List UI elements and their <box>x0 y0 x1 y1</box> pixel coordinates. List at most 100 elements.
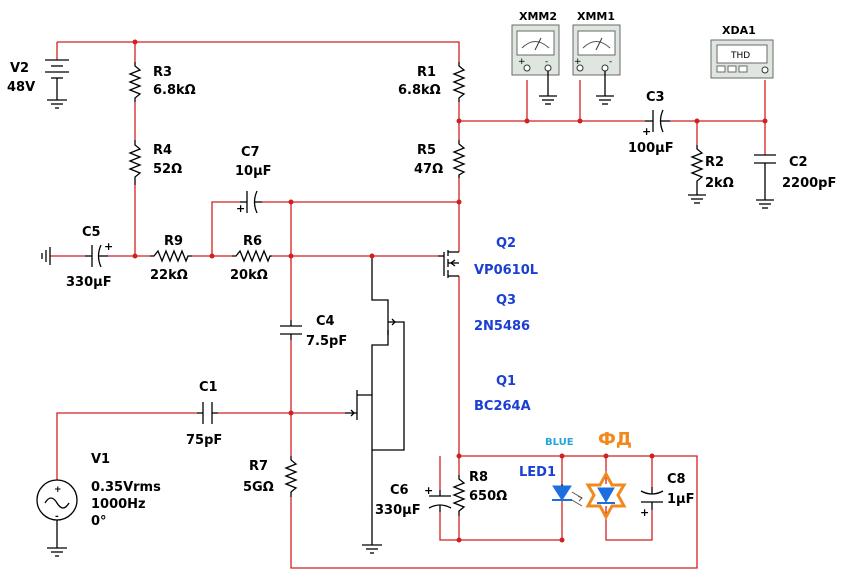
junction <box>524 118 530 124</box>
label-c5-value: 330µF <box>66 275 112 290</box>
svg-text:+: + <box>424 484 433 497</box>
label-v2-ref: V2 <box>10 61 29 76</box>
label-v1-line2: 1000Hz <box>91 497 146 512</box>
resistor-r6[interactable] <box>232 249 272 263</box>
capacitor-c8[interactable]: + <box>640 487 664 519</box>
label-led-color: BLUE <box>545 437 574 448</box>
resistor-r8[interactable] <box>452 475 466 516</box>
label-c4-value: 7.5pF <box>306 334 347 349</box>
label-r4-ref: R4 <box>153 143 172 158</box>
label-r3-value: 6.8kΩ <box>153 83 196 98</box>
label-c6-ref: C6 <box>390 483 409 498</box>
label-r1-ref: R1 <box>417 65 436 80</box>
svg-text:+: + <box>518 57 526 67</box>
wire-v1-c1 <box>56 412 197 480</box>
resistor-r2[interactable] <box>688 145 706 204</box>
mosfet-q2[interactable] <box>438 250 459 278</box>
wire-c6-bottom <box>439 512 459 541</box>
junction <box>288 253 294 259</box>
label-r3-ref: R3 <box>153 65 172 80</box>
distortion-analyzer-xda1[interactable] <box>710 39 774 79</box>
label-q3-ref: Q3 <box>496 293 516 308</box>
label-r6-ref: R6 <box>243 234 262 249</box>
junction <box>577 118 583 124</box>
label-c6-value: 330µF <box>375 503 421 518</box>
battery-v2[interactable] <box>45 59 69 109</box>
ground-symbol <box>362 540 382 554</box>
wire-top-rail <box>57 41 460 62</box>
junction <box>762 118 768 124</box>
label-q1-value: BC264A <box>474 399 531 414</box>
junction <box>288 410 294 416</box>
wire-q3-source <box>371 330 389 395</box>
svg-text:-: - <box>545 57 548 67</box>
label-c8-value: 1µF <box>667 492 695 507</box>
jfet-q3[interactable] <box>387 310 396 335</box>
resistor-r1[interactable] <box>452 62 466 102</box>
label-c2-ref: C2 <box>789 155 808 170</box>
ac-source-v1[interactable]: + - <box>36 479 78 557</box>
wire-bottom-loop <box>290 455 698 569</box>
label-v1-ref: V1 <box>91 452 110 467</box>
label-c8-ref: C8 <box>667 472 686 487</box>
resistor-r5[interactable] <box>452 140 466 178</box>
svg-text:+: + <box>104 240 113 253</box>
label-c3-value: 100µF <box>628 141 674 156</box>
photodiode-pd[interactable] <box>585 470 627 521</box>
svg-text:+: + <box>640 506 649 519</box>
junction <box>603 453 609 459</box>
label-q2-ref: Q2 <box>496 236 516 251</box>
junction <box>288 199 294 205</box>
multimeter-xmm1[interactable]: + - <box>572 24 621 105</box>
capacitor-c5[interactable]: + <box>41 240 113 268</box>
junction <box>132 39 138 45</box>
wire-q3-gate <box>371 321 405 540</box>
labels: V2 48V R3 6.8kΩ R4 52Ω R1 6.8kΩ R5 47Ω C… <box>7 10 836 529</box>
label-v1-line3: 0° <box>91 514 107 529</box>
label-c2-value: 2200pF <box>782 176 836 191</box>
svg-text:+: + <box>574 57 582 67</box>
junction <box>559 453 565 459</box>
label-q2-value: VP0610L <box>474 263 538 278</box>
label-c3-ref: C3 <box>646 90 665 105</box>
junction <box>559 537 565 543</box>
label-r7-ref: R7 <box>249 459 268 474</box>
label-r5-ref: R5 <box>417 143 436 158</box>
label-c5-ref: C5 <box>82 225 101 240</box>
capacitor-c1[interactable] <box>197 402 218 424</box>
capacitor-c7[interactable]: + <box>236 190 262 215</box>
svg-text:+: + <box>54 485 62 495</box>
svg-text:-: - <box>55 512 59 522</box>
wire-q3-drain <box>371 256 389 310</box>
jfet-q1[interactable] <box>345 390 358 420</box>
multimeter-xmm2[interactable]: + - <box>511 24 560 105</box>
wire-c7-left <box>211 201 240 256</box>
label-r6-value: 20kΩ <box>230 268 268 283</box>
wire-led-bottom <box>459 500 563 541</box>
label-r5-value: 47Ω <box>414 162 443 177</box>
label-c1-ref: C1 <box>199 380 218 395</box>
label-xda1-display: THD <box>730 51 750 61</box>
junction <box>456 199 462 205</box>
resistor-r7[interactable] <box>284 456 298 497</box>
resistor-r9[interactable] <box>150 249 192 263</box>
label-v2-value: 48V <box>7 80 35 95</box>
junction <box>369 253 375 259</box>
resistor-r3[interactable] <box>128 62 142 102</box>
capacitor-c3[interactable]: + <box>642 109 670 138</box>
capacitor-c4[interactable] <box>280 320 302 340</box>
junction <box>209 253 215 259</box>
junction <box>456 453 462 459</box>
capacitor-c2[interactable] <box>754 154 776 209</box>
label-c7-ref: C7 <box>241 145 260 160</box>
resistor-r4[interactable] <box>128 140 142 185</box>
capacitor-c6[interactable]: + <box>424 484 452 512</box>
wire-q1-drain <box>357 394 373 450</box>
label-led1-ref: LED1 <box>519 465 556 480</box>
junctions <box>132 39 768 543</box>
led1[interactable] <box>552 484 583 507</box>
svg-text:-: - <box>609 57 612 67</box>
junction <box>649 453 655 459</box>
